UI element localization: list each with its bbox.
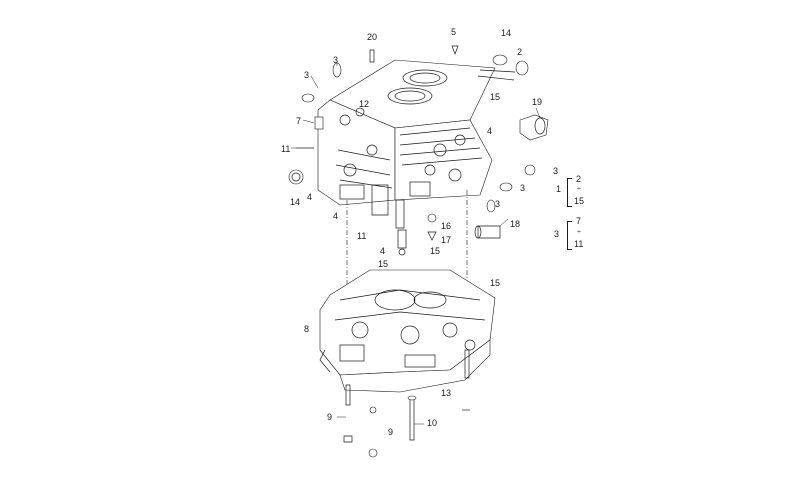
- callout-20: 20: [367, 32, 378, 42]
- callout-13: 13: [441, 388, 452, 398]
- callout-3-b: 3: [304, 70, 310, 80]
- callout-8: 8: [304, 324, 310, 334]
- callout-14-left: 14: [290, 197, 301, 207]
- legend-group-2-connector: ÷: [577, 229, 581, 236]
- legend-group-1-bracket-top: [567, 178, 572, 179]
- callout-3-a: 3: [333, 55, 339, 65]
- callout-15-a: 15: [490, 92, 501, 102]
- callout-15-b: 15: [430, 246, 441, 256]
- callout-11-b: 11: [357, 231, 367, 241]
- legend-group-2-item-2: 11: [574, 239, 584, 249]
- legend-group-1-connector: ÷: [577, 186, 581, 193]
- legend-group-2-bracket-bottom: [567, 249, 572, 250]
- cylinder-head-assembly: [317, 59, 496, 229]
- callout-14-top: 14: [501, 28, 512, 38]
- legend-group-2-key: 3: [554, 229, 560, 239]
- callout-15-c: 15: [378, 259, 389, 269]
- loose-parts: [288, 45, 549, 256]
- leader-lines: [291, 62, 541, 425]
- callout-3-e: 3: [495, 199, 501, 209]
- callout-5: 5: [451, 27, 457, 37]
- callout-2-top: 2: [517, 47, 523, 57]
- callout-7: 7: [296, 116, 302, 126]
- callout-18: 18: [510, 219, 521, 229]
- legend-group-1-item-1: 2: [576, 174, 582, 184]
- callout-3-c: 3: [553, 166, 559, 176]
- callout-4-b: 4: [307, 192, 313, 202]
- callout-11-a: 11: [281, 144, 291, 154]
- engine-block: [319, 269, 496, 393]
- callout-4-d: 4: [380, 246, 386, 256]
- legend-group-2-bracket: [567, 221, 568, 249]
- callout-3-d: 3: [520, 183, 526, 193]
- lower-parts: [343, 349, 470, 458]
- callout-4-a: 4: [487, 126, 493, 136]
- legend-group-2-item-1: 7: [576, 216, 582, 226]
- callout-10: 10: [427, 418, 438, 428]
- callout-12: 12: [359, 99, 370, 109]
- legend-group-1-item-2: 15: [574, 196, 585, 206]
- legend-group-1-bracket-bottom: [567, 206, 572, 207]
- callout-9-b: 9: [388, 427, 394, 437]
- legend-group-2-bracket-top: [567, 221, 572, 222]
- callout-16: 16: [441, 221, 452, 231]
- legend-group-1-bracket: [567, 178, 568, 206]
- callout-19: 19: [532, 97, 543, 107]
- callout-17: 17: [441, 235, 452, 245]
- callout-9-a: 9: [327, 412, 333, 422]
- legend-group-1-key: 1: [556, 184, 562, 194]
- callout-15-d: 15: [490, 278, 501, 288]
- callout-4-c: 4: [333, 211, 339, 221]
